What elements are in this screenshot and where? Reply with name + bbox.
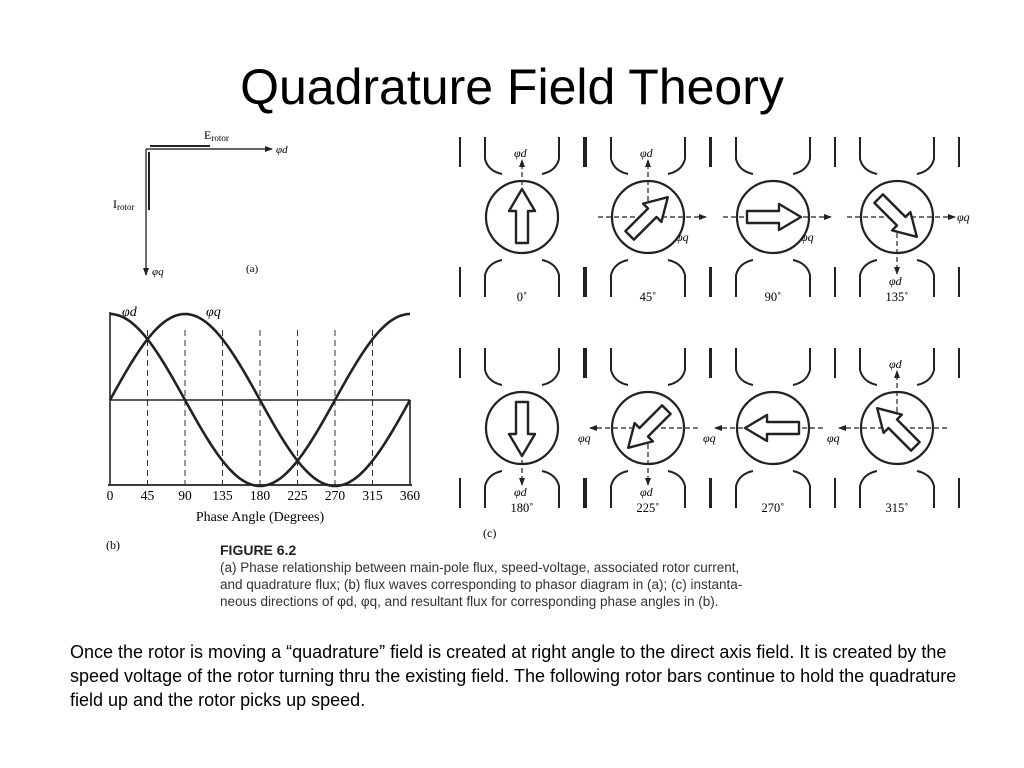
resultant-flux-arrow bbox=[745, 202, 803, 232]
angle-label: 270˚ bbox=[762, 501, 785, 515]
stator-pole bbox=[484, 137, 560, 175]
rotor-diagram-135: φq φd 135˚ bbox=[834, 137, 970, 304]
phasor-tag: (a) bbox=[246, 263, 259, 275]
flux-label: φq bbox=[676, 230, 689, 244]
phasor-phi-q-label: φq bbox=[152, 266, 164, 278]
angle-label: 90˚ bbox=[765, 290, 782, 304]
stator-pole bbox=[735, 137, 811, 175]
rotor-diagram-315: φd φq 315˚ bbox=[827, 348, 960, 515]
x-tick-label: 45 bbox=[141, 488, 155, 503]
stator-pole bbox=[484, 470, 560, 508]
stator-pole bbox=[859, 470, 935, 508]
stator-pole bbox=[610, 348, 686, 386]
caption-line: (a) Phase relationship between main-pole… bbox=[220, 560, 740, 575]
x-tick-label: 135 bbox=[212, 488, 233, 503]
caption-line: neous directions of φd, φq, and resultan… bbox=[220, 594, 719, 609]
flux-label: φq bbox=[827, 431, 840, 445]
flux-label: φd bbox=[514, 146, 528, 160]
flux-label: φq bbox=[801, 230, 814, 244]
body-text: Once the rotor is moving a “quadrature” … bbox=[70, 640, 970, 712]
stator-pole bbox=[859, 348, 935, 386]
resultant-flux-arrow bbox=[507, 187, 537, 245]
phasor-phi-d-label: φd bbox=[276, 144, 288, 156]
wave-phi-q-label: φq bbox=[206, 305, 221, 320]
angle-label: 225˚ bbox=[637, 501, 660, 515]
flux-label: φd bbox=[514, 485, 528, 499]
rotor-diagram-270: φq 270˚ bbox=[703, 348, 836, 515]
rotor-diagram-90: φq 90˚ bbox=[710, 137, 836, 304]
resultant-flux-arrow bbox=[876, 407, 921, 452]
resultant-flux-arrow bbox=[743, 413, 801, 443]
phi-q-wave bbox=[108, 312, 412, 488]
caption-line: and quadrature flux; (b) flux waves corr… bbox=[220, 577, 743, 592]
flux-label: φd bbox=[889, 357, 903, 371]
rotor-grid-tag: (c) bbox=[483, 526, 496, 540]
phasor-diagram: Erotor Irotor φd φq (a) bbox=[113, 128, 288, 278]
angle-label: 45˚ bbox=[640, 290, 657, 304]
x-tick-label: 315 bbox=[362, 488, 383, 503]
x-tick-label: 90 bbox=[178, 488, 192, 503]
i-rotor-label: Irotor bbox=[113, 197, 135, 212]
angle-label: 0˚ bbox=[517, 290, 527, 304]
wave-phi-d-label: φd bbox=[122, 305, 138, 320]
stator-pole bbox=[484, 259, 560, 297]
stator-pole bbox=[859, 137, 935, 175]
caption-figure-number: FIGURE 6.2 bbox=[220, 542, 297, 558]
flux-label: φd bbox=[640, 485, 654, 499]
stator-pole bbox=[484, 348, 560, 386]
stator-pole bbox=[735, 470, 811, 508]
angle-label: 135˚ bbox=[886, 290, 909, 304]
rotor-diagram-225: φq φd 225˚ bbox=[578, 348, 711, 515]
flux-label: φq bbox=[703, 431, 716, 445]
phi-d-wave bbox=[109, 312, 411, 488]
flux-label: φd bbox=[640, 146, 654, 160]
x-tick-label: 360 bbox=[400, 488, 421, 503]
angle-label: 315˚ bbox=[886, 501, 909, 515]
flux-wave-plot: φd φq 0 45 90 135 180 225 270 315 360 Ph… bbox=[106, 305, 420, 552]
rotor-diagram-0: φd 0˚ bbox=[459, 137, 585, 304]
stator-pole bbox=[610, 137, 686, 175]
figure-caption: FIGURE 6.2 (a) Phase relationship betwee… bbox=[220, 542, 860, 610]
wave-tag: (b) bbox=[106, 538, 120, 552]
stator-pole bbox=[735, 259, 811, 297]
flux-label: φq bbox=[578, 431, 591, 445]
e-rotor-label: Erotor bbox=[204, 128, 229, 143]
resultant-flux-arrow bbox=[627, 404, 672, 449]
figure-6-2: Erotor Irotor φd φq (a) φd φq 0 45 90 13… bbox=[106, 128, 970, 552]
flux-label: φd bbox=[889, 274, 903, 288]
flux-label: φq bbox=[957, 210, 970, 224]
x-tick-label: 225 bbox=[287, 488, 308, 503]
body-paragraph: Once the rotor is moving a “quadrature” … bbox=[70, 642, 957, 710]
stator-pole bbox=[610, 259, 686, 297]
resultant-flux-arrow bbox=[507, 400, 537, 458]
stator-pole bbox=[859, 259, 935, 297]
rotor-diagram-180: φd 180˚ bbox=[459, 348, 585, 515]
slide-title: Quadrature Field Theory bbox=[240, 59, 784, 115]
wave-x-axis-label: Phase Angle (Degrees) bbox=[196, 510, 325, 525]
resultant-flux-arrow bbox=[873, 193, 918, 239]
angle-label: 180˚ bbox=[511, 501, 534, 515]
rotor-diagram-45: φd φq 45˚ bbox=[585, 137, 711, 304]
stator-pole bbox=[735, 348, 811, 386]
x-tick-label: 270 bbox=[325, 488, 346, 503]
x-tick-label: 0 bbox=[107, 488, 114, 503]
resultant-flux-arrow bbox=[624, 195, 669, 241]
x-tick-label: 180 bbox=[250, 488, 271, 503]
stator-pole bbox=[610, 470, 686, 508]
